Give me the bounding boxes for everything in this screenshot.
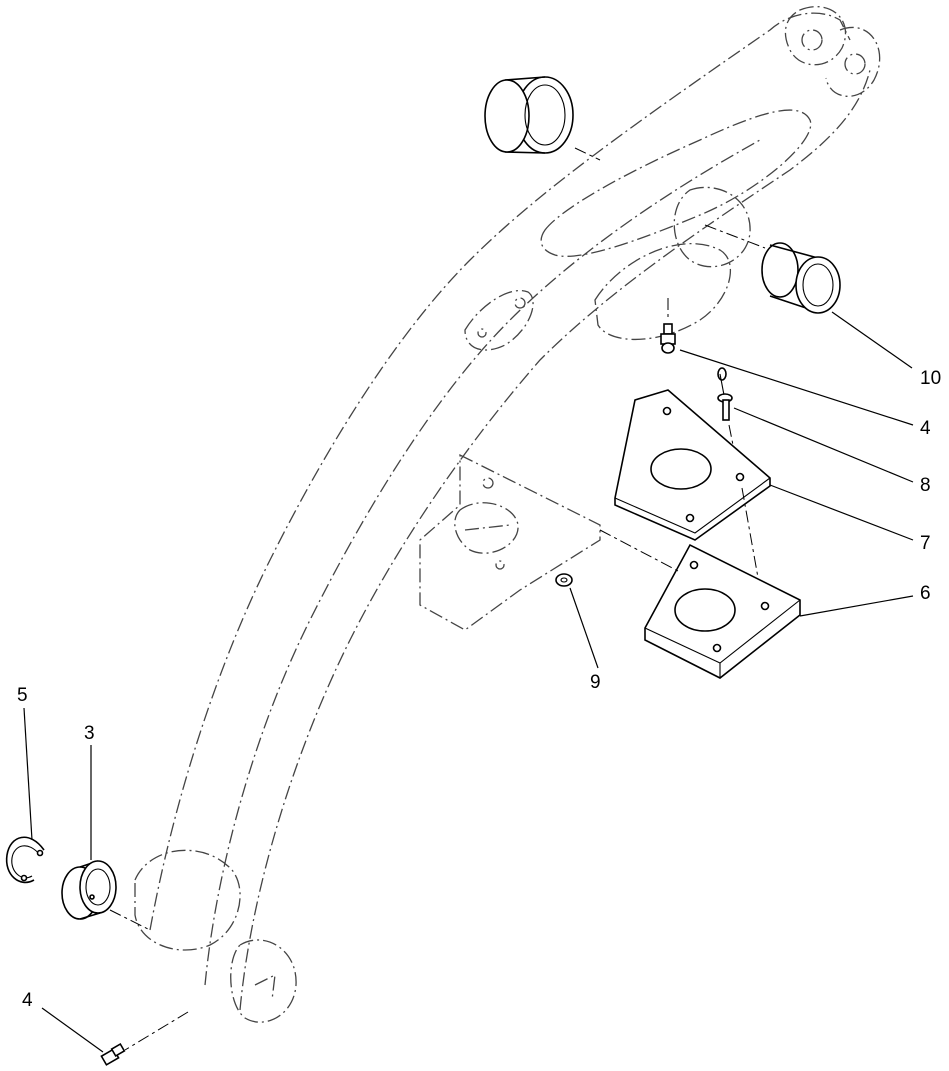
leader-7 [769, 484, 914, 541]
grease-fitting-upper [660, 298, 676, 354]
washer-9 [555, 573, 573, 587]
callout-4-upper: 4 [920, 418, 931, 439]
leader-4b [41, 1007, 104, 1053]
bearing-3 [61, 860, 117, 920]
callout-9: 9 [590, 672, 601, 693]
leader-4a [679, 349, 914, 426]
callout-4-lower: 4 [22, 990, 33, 1011]
callout-7: 7 [920, 533, 931, 554]
bushing-10 [761, 242, 841, 314]
retaining-ring-5 [5, 836, 45, 884]
callout-3: 3 [84, 723, 95, 744]
plate-7 [614, 389, 771, 541]
grease-fitting-lower [100, 1011, 189, 1066]
bushing-upper [484, 76, 574, 154]
leader-8 [733, 407, 914, 483]
spacer-block-6 [644, 543, 801, 679]
leader-5 [23, 707, 33, 841]
callout-8: 8 [920, 475, 931, 496]
loader-arm-phantom [134, 6, 881, 1023]
leader-10 [831, 311, 913, 369]
callout-10: 10 [920, 368, 941, 389]
leader-9 [569, 587, 599, 669]
callout-5: 5 [17, 685, 28, 706]
callout-6: 6 [920, 583, 931, 604]
leader-6 [799, 595, 914, 617]
